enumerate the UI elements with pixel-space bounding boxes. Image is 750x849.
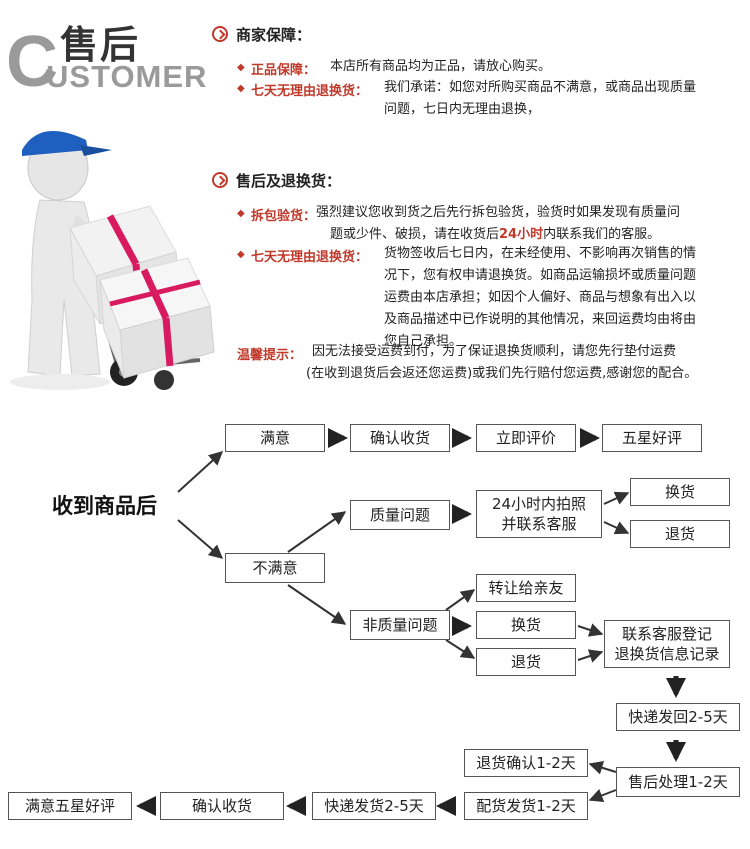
flow-express-return: 快递发回2-5天	[616, 703, 740, 731]
flow-after-sale-process: 售后处理1-2天	[616, 767, 740, 797]
seven-day-return-text-4: 及商品描述中已作说明的其他情况，来回运费均由将由	[384, 312, 697, 327]
delivery-man-illustration	[10, 131, 215, 390]
seven-day-return-text-1: 货物签收后七日内，在未经使用、不影响再次销售的情	[384, 246, 697, 261]
seven-day-return-text-3: 运费由本店承担；如因个人偏好、商品与想象有出入以	[384, 290, 697, 305]
diamond-bullet-icon: ◆	[237, 62, 245, 73]
seven-day-label: 七天无理由退换货：	[251, 84, 369, 99]
chevron-circle-icon	[212, 172, 228, 188]
genuine-text: 本店所有商品均为正品，请放心购买。	[330, 59, 552, 74]
flow-refund: 退货	[630, 520, 730, 548]
flow-exchange-2: 换货	[476, 611, 576, 639]
seven-day-text-1: 我们承诺：如您对所购买商品不满意，或商品出现质量	[384, 80, 697, 95]
flow-photo-contact: 24小时内拍照 并联系客服	[476, 490, 602, 538]
diamond-bullet-icon: ◆	[237, 249, 245, 260]
flow-satisfied-five-star: 满意五星好评	[8, 792, 132, 820]
flow-unsatisfied: 不满意	[225, 553, 325, 583]
tip-label: 温馨提示：	[237, 348, 303, 363]
unpack-text-2: 题或少件、破损，请在收货后24小时内联系我们的客服。	[330, 227, 661, 242]
unpack-label: 拆包验货：	[251, 209, 317, 224]
diamond-bullet-icon: ◆	[237, 208, 245, 219]
tip-text-1: 因无法接受运费到付，为了保证退换货顺利，请您先行垫付运费	[312, 344, 677, 359]
guarantee-title: 商家保障：	[236, 26, 312, 44]
logo-initial: C	[6, 22, 58, 102]
block-arrows	[136, 428, 686, 816]
flow-non-quality-issue: 非质量问题	[350, 610, 450, 640]
flow-confirm-receipt-2: 确认收货	[160, 792, 284, 820]
tip-text-2: (在收到退货后会返还您运费)或我们先行赔付您运费,感谢您的配合。	[306, 366, 698, 381]
flow-dispatch: 配货发货1-2天	[464, 792, 588, 820]
flow-quality-issue: 质量问题	[350, 500, 450, 530]
flow-express-ship: 快递发货2-5天	[312, 792, 436, 820]
flow-exchange: 换货	[630, 478, 730, 506]
flow-review-now: 立即评价	[476, 424, 576, 452]
logo-title-cn: 售后	[60, 23, 141, 67]
unpack-text-1: 强烈建议您收到货之后先行拆包验货，验货时如果发现有质量问	[316, 205, 681, 220]
seven-day-text-2: 问题，七日内无理由退换，	[384, 102, 541, 117]
seven-day-return-text-2: 况下，您有权申请退换货。如商品运输损坏或质量问题	[384, 268, 697, 283]
flow-refund-confirm: 退货确认1-2天	[464, 749, 588, 777]
highlight-24h: 24小时	[499, 227, 544, 242]
flow-confirm-receipt: 确认收货	[350, 424, 450, 452]
flow-start-label: 收到商品后	[52, 494, 157, 518]
flow-refund-2: 退货	[476, 648, 576, 676]
logo-title-en: USTOMER	[46, 59, 208, 94]
seven-day-return-label: 七天无理由退换货：	[251, 250, 369, 265]
flow-satisfied: 满意	[225, 424, 325, 452]
seven-day-return-text-5: 您自己承担。	[384, 334, 463, 349]
diamond-bullet-icon: ◆	[237, 83, 245, 94]
flow-five-star: 五星好评	[602, 424, 702, 452]
genuine-label: 正品保障：	[251, 63, 317, 78]
flow-contact-register: 联系客服登记 退换货信息记录	[604, 620, 730, 668]
flow-transfer-friend: 转让给亲友	[476, 574, 576, 602]
chevron-circle-icon	[212, 26, 228, 42]
returns-title: 售后及退换货：	[236, 172, 342, 190]
